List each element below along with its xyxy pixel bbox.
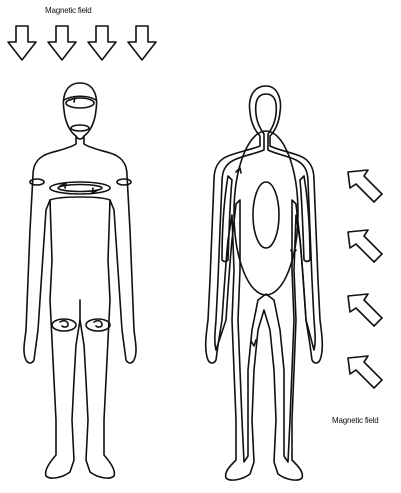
down-arrow-icon	[48, 26, 76, 60]
down-arrow-icon	[8, 26, 36, 60]
downward-field-arrows	[8, 26, 156, 60]
left-body-figure	[24, 83, 136, 478]
diagonal-field-arrows	[348, 170, 382, 388]
right-body-figure	[206, 86, 323, 480]
down-arrow-icon	[128, 26, 156, 60]
diagonal-arrow-icon	[348, 230, 382, 262]
diagonal-arrow-icon	[348, 294, 382, 326]
down-arrow-icon	[88, 26, 116, 60]
diagonal-arrow-icon	[348, 356, 382, 388]
diagonal-arrow-icon	[348, 170, 382, 202]
